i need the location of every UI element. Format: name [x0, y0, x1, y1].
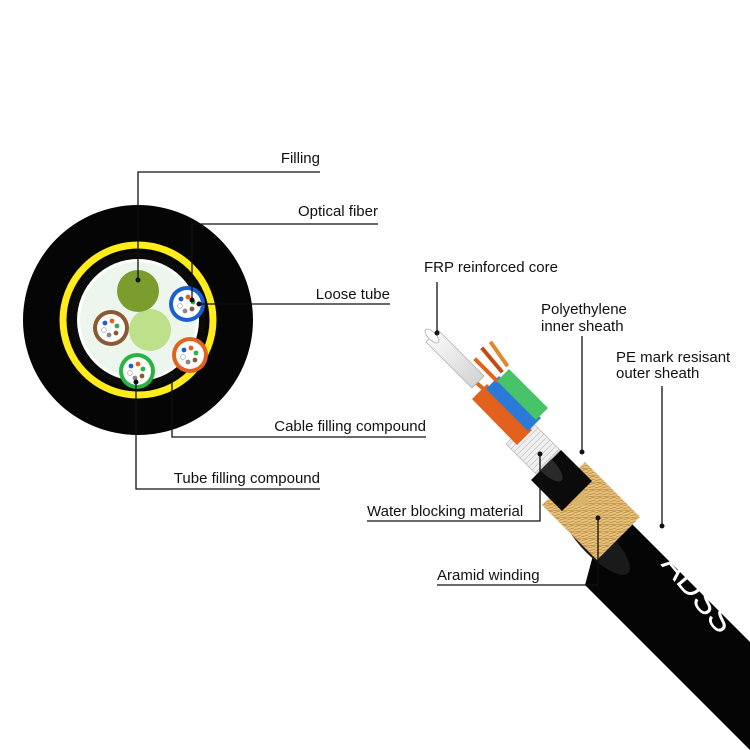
leader-tube-filling-compound — [133, 379, 320, 490]
label-water-blocking: Water blocking material — [367, 503, 523, 520]
loose-tube-brown — [93, 310, 129, 346]
loose-tube-blue — [169, 286, 205, 322]
label-outer-sheath-line1: PE mark resisant — [616, 349, 731, 366]
label-tube-filling-compound: Tube filling compound — [174, 470, 320, 487]
cutaway-cable: ADSS — [424, 328, 750, 750]
leader-optical-fiber — [189, 223, 378, 303]
leader-cable-filling-compound — [169, 373, 426, 438]
leader-water-blocking — [367, 451, 543, 522]
leader-loose-tube — [196, 301, 390, 307]
leader-aramid — [437, 515, 601, 586]
label-filling: Filling — [281, 150, 320, 167]
filler-rod — [117, 270, 159, 312]
leader-filling — [135, 171, 320, 283]
label-optical-fiber: Optical fiber — [298, 203, 378, 220]
leader-outer-sheath — [659, 386, 665, 529]
label-inner-sheath-line1: Polyethylene — [541, 301, 627, 318]
leader-frp-core — [434, 282, 440, 336]
frp-core — [424, 328, 485, 389]
label-inner-sheath-line2: inner sheath — [541, 318, 624, 335]
loose-tube-orange — [172, 337, 208, 373]
leader-inner-sheath — [579, 336, 585, 455]
label-aramid: Aramid winding — [437, 567, 540, 584]
label-frp-core: FRP reinforced core — [424, 259, 558, 276]
label-outer-sheath-line2: outer sheath — [616, 365, 699, 382]
loose-tube-green — [119, 353, 155, 389]
label-loose-tube: Loose tube — [316, 286, 390, 303]
central-strength-member — [129, 309, 171, 351]
label-cable-filling-compound: Cable filling compound — [274, 418, 426, 435]
cross-section — [23, 205, 253, 435]
